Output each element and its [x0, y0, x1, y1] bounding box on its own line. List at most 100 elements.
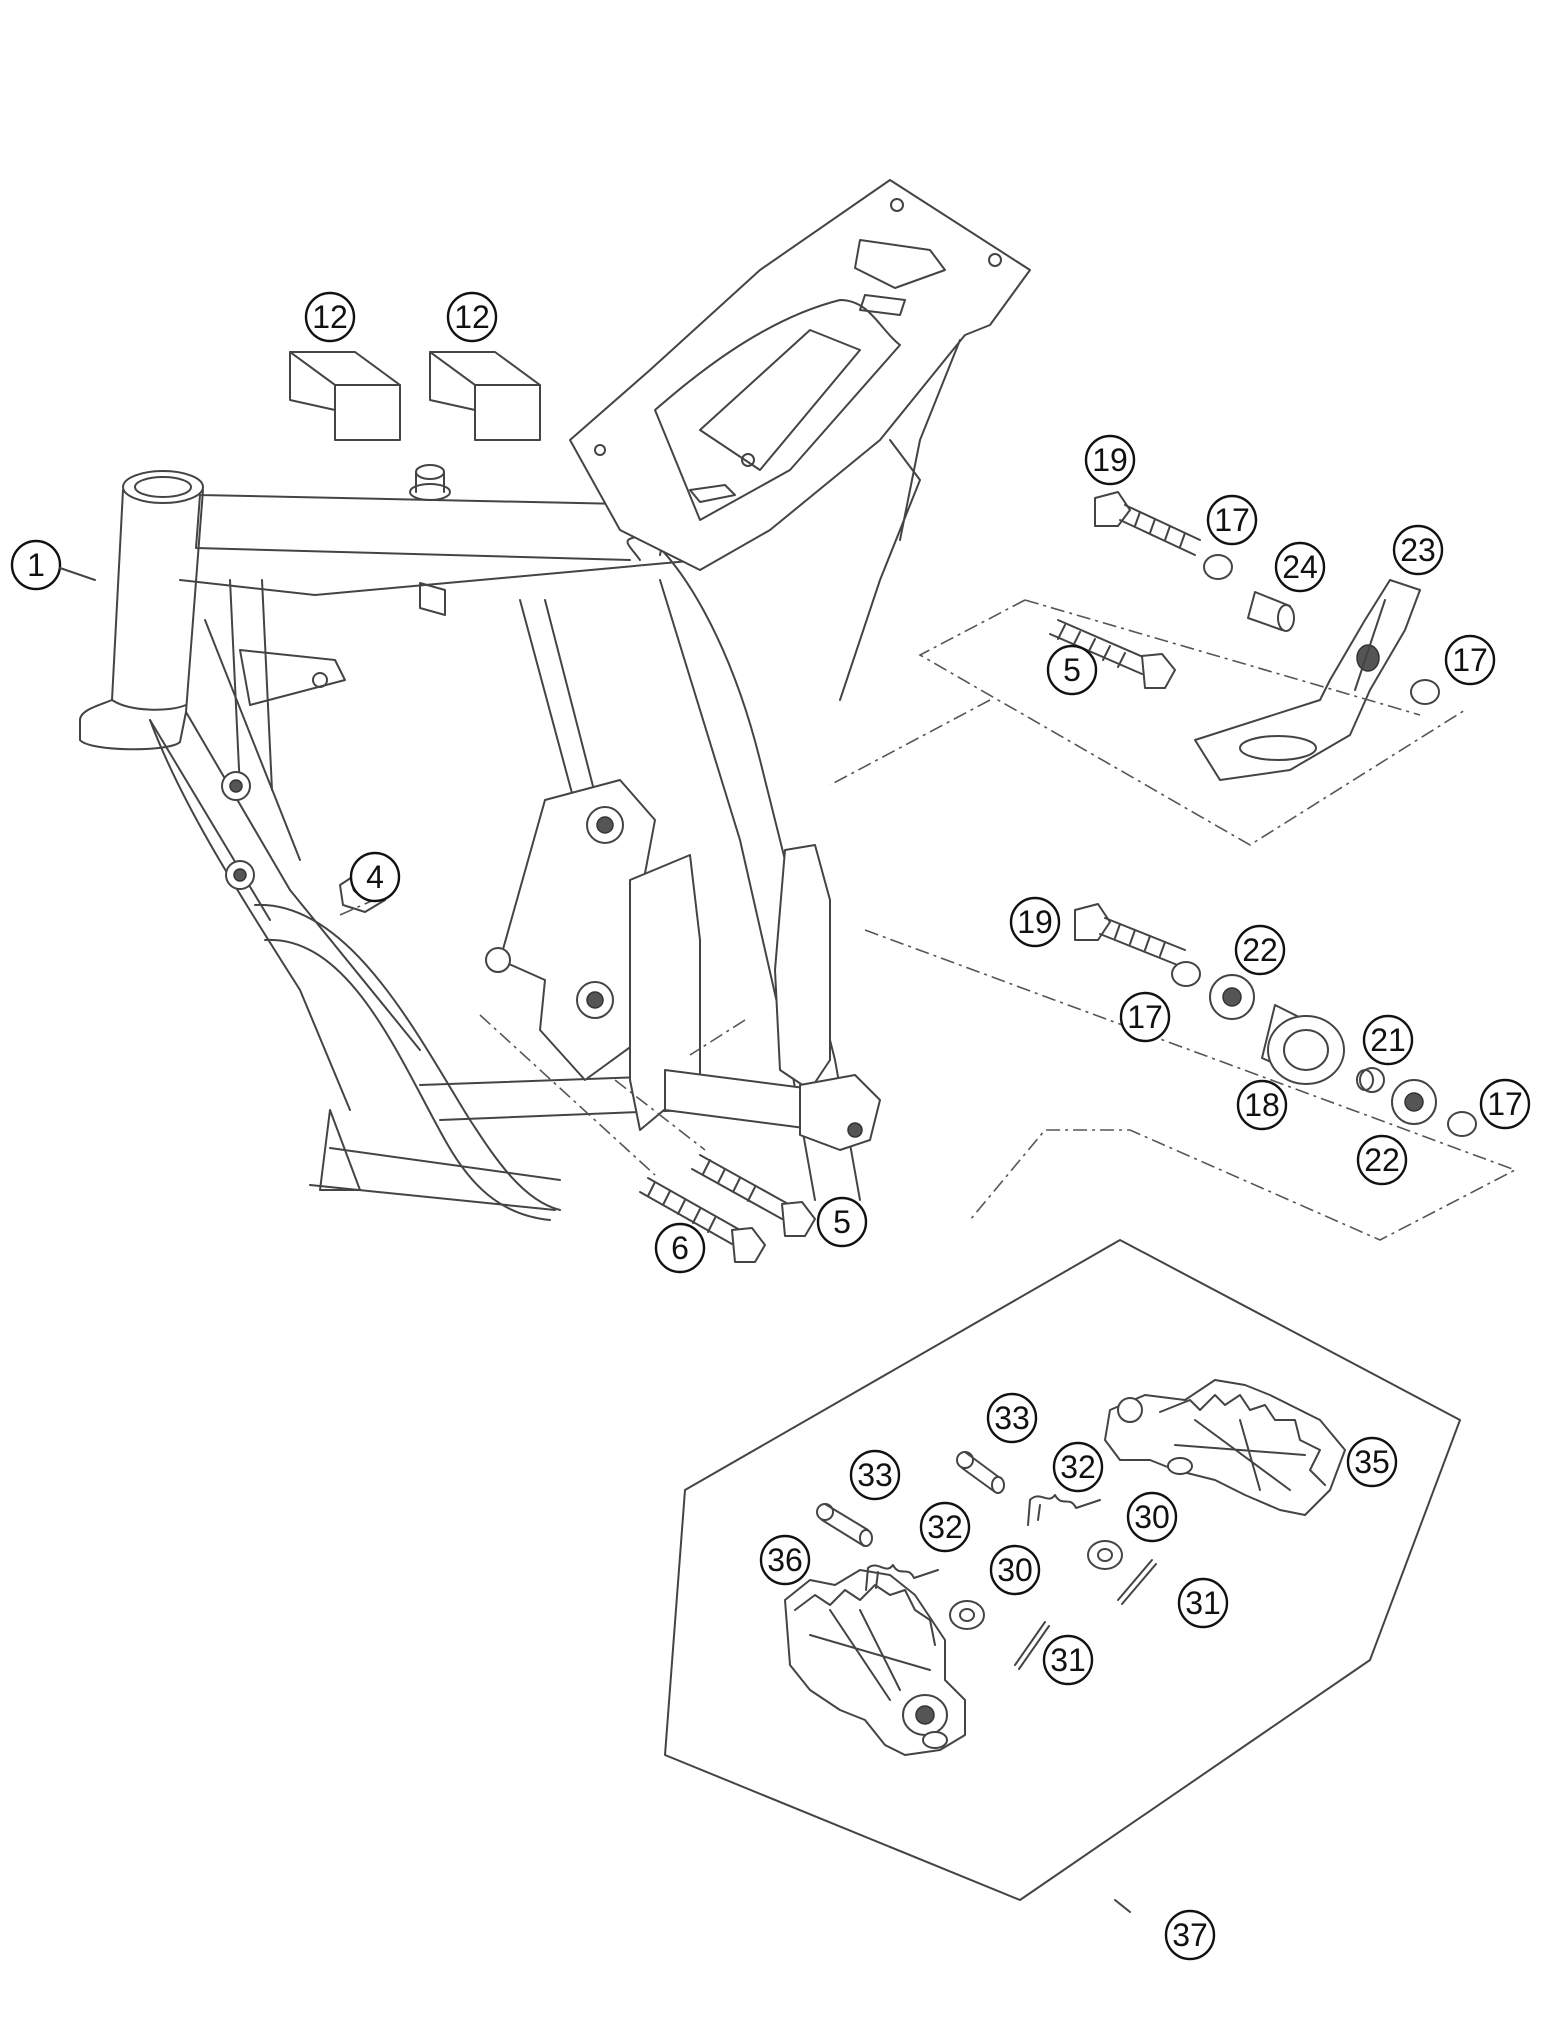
callout-label: 37: [1172, 1917, 1208, 1953]
side-stand-leader: [918, 599, 1466, 846]
washer-17-b: [1410, 679, 1440, 705]
callout-19-stand: 19: [1084, 434, 1136, 486]
callout-17-roller-a: 17: [1119, 991, 1171, 1043]
callout-label: 17: [1487, 1086, 1523, 1122]
washer-30-left: [949, 1600, 985, 1630]
callout-label: 30: [1134, 1499, 1170, 1535]
steering-head-tube: [79, 470, 204, 751]
callout-label: 22: [1364, 1142, 1400, 1178]
roller-18: [1261, 1004, 1345, 1085]
callout-label: 17: [1452, 642, 1488, 678]
callout-label: 33: [994, 1400, 1030, 1436]
footrest-left-36: [784, 1569, 966, 1756]
callout-36: 36: [759, 1534, 811, 1586]
callout-label: 24: [1282, 549, 1318, 585]
bearing-22-a: [1209, 974, 1255, 1020]
footrest-pin-33-right: [956, 1451, 1005, 1494]
callout-19-roller: 19: [1009, 896, 1061, 948]
callout-33-right: 33: [986, 1392, 1038, 1444]
footrest-pin-33-left: [816, 1503, 873, 1547]
callout-32-left: 32: [919, 1501, 971, 1553]
callout-21: 21: [1362, 1014, 1414, 1066]
footrest-set-boundary: [664, 1239, 1461, 1901]
callout-6: 6: [654, 1222, 706, 1274]
callout-label: 19: [1092, 442, 1128, 478]
callout-31-left: 31: [1042, 1634, 1094, 1686]
callout-label: 35: [1354, 1444, 1390, 1480]
washer-17-c: [1171, 961, 1201, 987]
side-stand-leader-frame: [829, 699, 991, 786]
callout-label: 6: [671, 1230, 689, 1266]
roller-leader-frame: [689, 1019, 746, 1056]
callout-label: 1: [27, 547, 45, 583]
callout-label: 4: [366, 859, 384, 895]
callout-label: 31: [1050, 1642, 1086, 1678]
callout-17-roller-b: 17: [1479, 1078, 1531, 1130]
roller-leader: [864, 929, 1517, 1241]
callout-label: 19: [1017, 904, 1053, 940]
side-stand-bolt-5: [1049, 619, 1176, 689]
callout-37: 37: [1164, 1909, 1216, 1961]
callout-label: 32: [1060, 1449, 1096, 1485]
callout-label: 5: [1063, 652, 1081, 688]
callout-label: 18: [1244, 1087, 1280, 1123]
washer-30-right: [1087, 1540, 1123, 1570]
callout-label: 12: [312, 299, 348, 335]
callout-label: 23: [1400, 532, 1436, 568]
callout-35: 35: [1346, 1436, 1398, 1488]
callout-23: 23: [1392, 524, 1444, 576]
callout-17-stand-b: 17: [1444, 634, 1496, 686]
side-stand-23: [1194, 579, 1421, 781]
callout-12-left: 12: [304, 291, 356, 343]
bearing-22-b: [1391, 1079, 1437, 1125]
callout-30-right: 30: [1126, 1491, 1178, 1543]
callout-label: 31: [1185, 1585, 1221, 1621]
nut-leader: [339, 894, 386, 916]
cotter-pin-31-right: [1117, 1559, 1157, 1605]
sleeve-24: [1247, 591, 1295, 632]
callout-label: 33: [857, 1457, 893, 1493]
frame-protector-left: [289, 351, 401, 441]
callout-31-right: 31: [1177, 1577, 1229, 1629]
callout-label: 32: [927, 1509, 963, 1545]
callout-1: 1: [10, 539, 62, 591]
bolt-6-leader: [479, 1014, 656, 1176]
callout-33-left: 33: [849, 1449, 901, 1501]
callout-18: 18: [1236, 1079, 1288, 1131]
frame-bolt-5: [691, 1154, 816, 1237]
frame-protector-right: [429, 351, 541, 441]
callout-label: 36: [767, 1542, 803, 1578]
callout-label: 17: [1214, 502, 1250, 538]
callout-4: 4: [349, 851, 401, 903]
washer-17-a: [1203, 554, 1233, 580]
callout-label: 17: [1127, 999, 1163, 1035]
callout-label: 12: [454, 299, 490, 335]
callout-24: 24: [1274, 541, 1326, 593]
callout-12-right: 12: [446, 291, 498, 343]
callout-5-frame: 5: [816, 1196, 868, 1248]
cotter-pin-31-left: [1014, 1621, 1050, 1670]
spacer-21: [1356, 1067, 1385, 1093]
callout-17-stand-a: 17: [1206, 494, 1258, 546]
callout-label: 21: [1370, 1022, 1406, 1058]
spring-32-right: [1027, 1494, 1101, 1526]
footrest-set-leader: [1114, 1899, 1131, 1913]
side-stand-bolt-19: [1094, 491, 1201, 556]
callout-32-right: 32: [1052, 1441, 1104, 1493]
bolt-5-leader: [614, 1079, 706, 1151]
callout-label: 22: [1242, 932, 1278, 968]
callout-22-b: 22: [1356, 1134, 1408, 1186]
frame-bolt-6: [639, 1177, 766, 1263]
spring-32-left: [865, 1564, 939, 1591]
footrest-right-35: [1104, 1379, 1346, 1516]
callout-label: 5: [833, 1204, 851, 1240]
callout-label: 30: [997, 1552, 1033, 1588]
callout-5-stand: 5: [1046, 644, 1098, 696]
roller-bolt-19: [1074, 903, 1186, 967]
frame-assembly: [79, 179, 1031, 1221]
callout-22-a: 22: [1234, 924, 1286, 976]
callout-1-leader: [59, 567, 96, 581]
washer-17-d: [1447, 1111, 1477, 1137]
callout-30-left: 30: [989, 1544, 1041, 1596]
